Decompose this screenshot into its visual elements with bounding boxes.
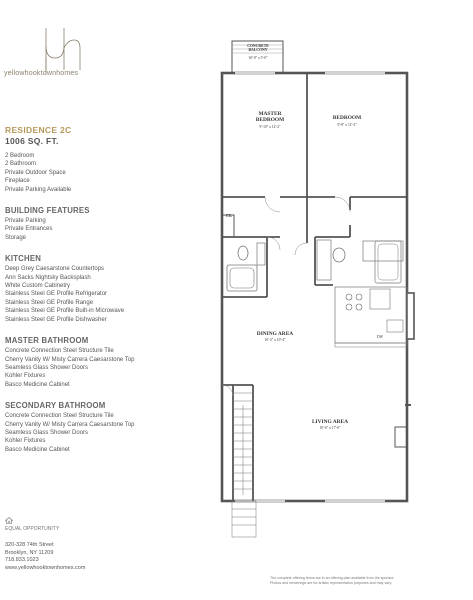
- bedroom-dim: 9'-8" x 11'-3": [337, 123, 357, 127]
- living-area-dim: 10'-6" x 17'-0": [319, 426, 341, 430]
- section-item: Concrete Connection Steel Structure Tile: [5, 413, 114, 420]
- kitchen-counter-icon: [334, 286, 408, 344]
- brand-name: yellowhooktownhomes: [4, 70, 79, 77]
- residence-sqft: 1006 SQ. FT.: [5, 136, 59, 146]
- living-area-label: LIVING AREA: [311, 419, 349, 425]
- feature-item: 2 Bedroom: [5, 153, 35, 159]
- equal-opportunity-text: EQUAL OPPORTUNITY: [5, 526, 60, 532]
- section-heading: MASTER BATHROOM: [5, 336, 89, 346]
- equal-housing-icon: [5, 517, 13, 524]
- section-item: Private Entrances: [5, 226, 53, 233]
- section-item: Cherry Vanity W/ Misty Carrera Caesarsto…: [5, 356, 135, 363]
- section-item: Basco Medicine Cabinet: [5, 381, 70, 388]
- residence-features: 2 Bedroom 2 Bathroom Private Outdoor Spa…: [5, 152, 205, 194]
- disclaimer-line: The complete offering terms are in an of…: [270, 576, 395, 580]
- section-heading: SECONDARY BATHROOM: [5, 401, 106, 411]
- section-item: Concrete Connection Steel Structure Tile: [5, 348, 114, 355]
- features-column: RESIDENCE 2C 1006 SQ. FT. 2 Bedroom 2 Ba…: [5, 125, 205, 454]
- section-item: Cherry Vanity W/ Misty Carrera Caesarsto…: [5, 421, 135, 428]
- feature-item: Private Outdoor Space: [5, 169, 66, 176]
- master-vanity-icon: [256, 242, 266, 266]
- contact-block: 320-328 74th Street Brooklyn, NY 11209 7…: [5, 542, 205, 572]
- secondary-tub-icon: [316, 239, 332, 281]
- disclaimer: The complete offering terms are in an of…: [270, 576, 470, 586]
- stair-icon: [233, 392, 253, 495]
- residence-title: RESIDENCE 2C: [5, 125, 72, 135]
- section-heading: KITCHEN: [5, 254, 42, 264]
- balcony-dim: 10'-0" x 5'-0": [248, 56, 268, 60]
- dining-area-dim: 10'-2" x 10'-4": [264, 338, 286, 342]
- kitchen-sink-icon: [386, 319, 404, 333]
- section-building-features: BUILDING FEATURES Private Parking Privat…: [5, 206, 205, 242]
- feature-item: 2 Bathroom: [5, 161, 37, 168]
- floor-plan-drawing: [220, 40, 415, 538]
- section-item: Kohler Fixtures: [5, 373, 46, 380]
- phone-line: 718.833.1023: [5, 557, 39, 563]
- section-heading: BUILDING FEATURES: [5, 206, 90, 216]
- dining-area-label: DINING AREA: [256, 331, 294, 337]
- section-item: Private Parking: [5, 218, 46, 225]
- section-secondary-bathroom: SECONDARY BATHROOM Concrete Connection S…: [5, 401, 205, 454]
- closet-label: CL: [225, 213, 233, 218]
- secondary-toilet-icon: [332, 247, 346, 263]
- master-tub-icon: [226, 264, 258, 292]
- section-item: Stainless Steel GE Profile Refrigerator: [5, 291, 108, 298]
- fridge-icon: [369, 288, 391, 310]
- section-item: Seamless Glass Shower Doors: [5, 364, 89, 371]
- logo-mark-icon: [45, 28, 81, 74]
- address-line: Brooklyn, NY 11209: [5, 549, 54, 556]
- fireplace-icon: [394, 426, 408, 448]
- range-icon: [345, 293, 363, 311]
- section-item: Basco Medicine Cabinet: [5, 446, 70, 453]
- section-item: Stainless Steel GE Profile Dishwasher: [5, 316, 107, 323]
- website-link[interactable]: www.yellowhooktownhomes.com: [5, 564, 86, 571]
- floor-plan: CONCRETE BALCONY 10'-0" x 5'-0" MASTER B…: [205, 25, 473, 545]
- section-kitchen: KITCHEN Deep Grey Caesarstone Countertop…: [5, 254, 205, 324]
- section-item: Deep Grey Caesarstone Countertops: [5, 266, 105, 273]
- section-item: Seamless Glass Shower Doors: [5, 429, 89, 436]
- master-bedroom-label: MASTER BEDROOM: [255, 111, 285, 123]
- section-item: Stainless Steel GE Profile Built-in Micr…: [5, 308, 125, 315]
- feature-item: Fireplace: [5, 178, 30, 185]
- balcony-label: CONCRETE BALCONY: [247, 44, 269, 52]
- section-item: White Custom Cabinetry: [5, 283, 71, 290]
- section-item: Stainless Steel GE Profile Range: [5, 299, 94, 306]
- section-item: Storage: [5, 234, 27, 241]
- address-line: 320-328 74th Street: [5, 542, 54, 548]
- section-item: Kohler Fixtures: [5, 438, 46, 445]
- master-bedroom-dim: 9'-10" x 12'-2": [259, 125, 281, 129]
- section-master-bathroom: MASTER BATHROOM Concrete Connection Stee…: [5, 336, 205, 389]
- master-toilet-icon: [237, 245, 249, 261]
- section-item: Ann Sacks Nightsky Backsplash: [5, 274, 91, 281]
- bedroom-label: BEDROOM: [332, 115, 362, 121]
- dishwasher-label: DW: [377, 335, 383, 339]
- disclaimer-line: Photos and renderings are for artistic r…: [270, 581, 392, 585]
- feature-item: Private Parking Available: [5, 186, 72, 193]
